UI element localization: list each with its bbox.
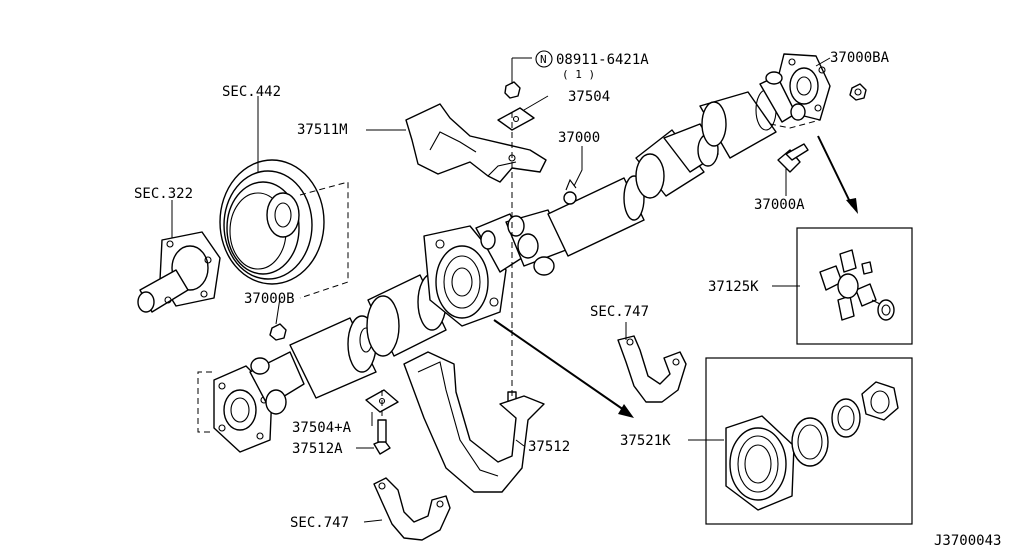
detail-box-37521K (705, 357, 913, 525)
n-symbol-letter: N (540, 53, 547, 66)
center-universal-joint-part (475, 209, 567, 276)
detail-arrow-upper (817, 135, 858, 214)
rear-propeller-tube-part (547, 89, 777, 257)
detail-box-37125K (796, 227, 913, 345)
label-37000BA: 37000BA (830, 50, 890, 66)
label-sec442: SEC.442 (222, 84, 281, 100)
label-37000B: 37000B (244, 291, 295, 307)
detail-arrow-lower (493, 319, 634, 418)
label-37000A: 37000A (754, 197, 805, 213)
drawing-id: J3700043 (934, 533, 1001, 549)
bracket-sec747-bottom-part (373, 477, 451, 541)
bracket-sec747-right-part (617, 335, 687, 403)
label-37000: 37000 (558, 130, 600, 146)
universal-joint-spider-part (819, 249, 895, 321)
label-37504A: 37504+A (292, 420, 352, 436)
nut-37000BA-part (849, 83, 867, 101)
rear-flange-yoke-part (759, 53, 831, 123)
label-sec747-right: SEC.747 (590, 304, 649, 320)
label-sec747-bottom: SEC.747 (290, 515, 349, 531)
washer-37504-part (497, 107, 535, 131)
bolt-37000A-part (777, 143, 809, 173)
washer-37000B-part (269, 323, 287, 341)
bracket-37512-part (403, 351, 545, 493)
label-37512: 37512 (528, 439, 570, 455)
label-08911-6421A: 08911-6421A (556, 52, 649, 68)
n-symbol-icon: N (535, 50, 553, 68)
front-flange-yoke-part (213, 351, 305, 453)
label-37521K: 37521K (620, 433, 671, 449)
label-37504: 37504 (568, 89, 610, 105)
label-37125K: 37125K (708, 279, 759, 295)
label-37512A: 37512A (292, 441, 343, 457)
label-08911-qty: ( 1 ) (562, 68, 595, 81)
label-37511M: 37511M (297, 122, 348, 138)
companion-flange-part (137, 231, 221, 313)
center-bearing-housing-part (423, 225, 507, 327)
nut-08911-part (504, 81, 521, 99)
center-bearing-kit-part (725, 381, 899, 511)
label-sec322: SEC.322 (134, 186, 193, 202)
front-propeller-tube-part (289, 315, 377, 399)
pulley-part (219, 159, 325, 285)
